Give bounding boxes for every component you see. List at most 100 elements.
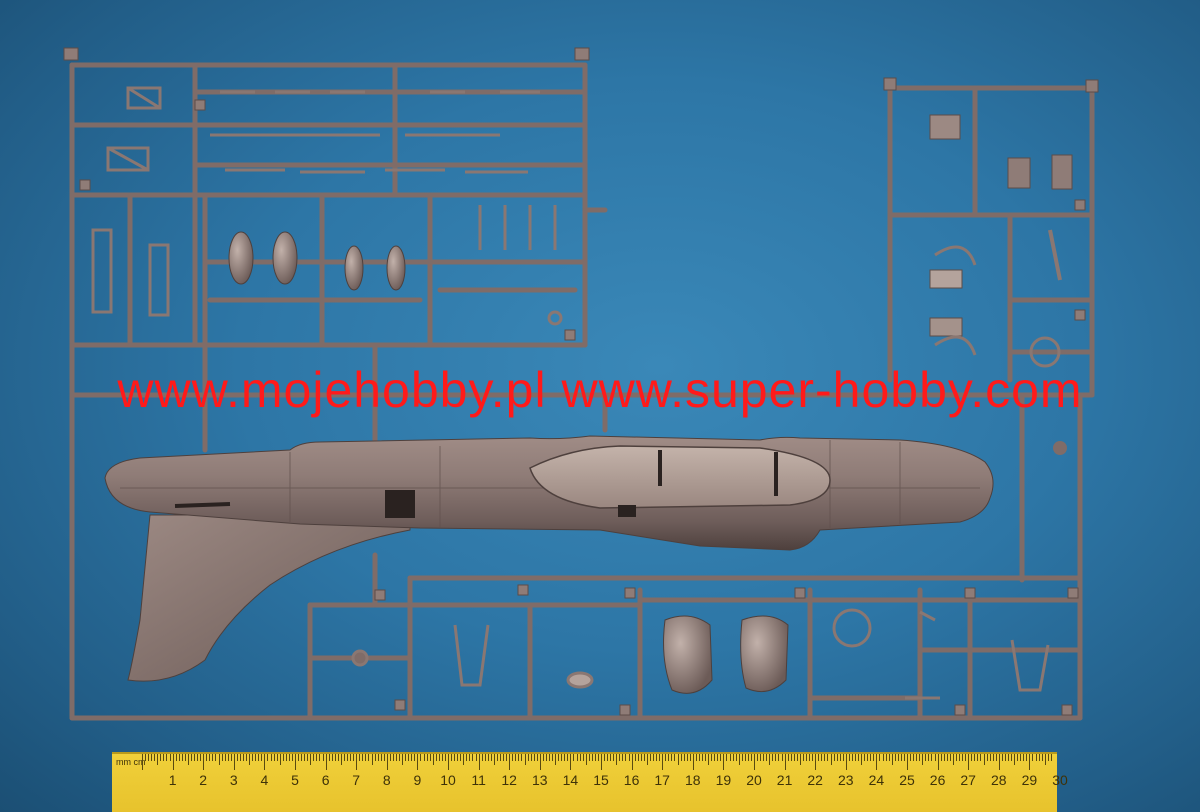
ruler-tick — [282, 754, 284, 761]
ruler-tick — [1004, 754, 1006, 761]
ruler-tick — [729, 754, 731, 761]
ruler-tick — [750, 754, 752, 761]
ruler-tick — [163, 754, 165, 761]
ruler-tick — [148, 754, 150, 761]
ruler-tick — [310, 754, 312, 765]
ruler-tick — [640, 754, 642, 761]
ruler-tick — [368, 754, 370, 761]
ruler-tick — [968, 754, 970, 770]
ruler-tick — [1050, 754, 1052, 761]
ruler-tick — [444, 754, 446, 761]
ruler-tick — [769, 754, 771, 765]
ruler-tick — [735, 754, 737, 761]
ruler-tick — [726, 754, 728, 761]
ruler-tick — [481, 754, 483, 761]
ruler-tick — [221, 754, 223, 761]
ruler-tick — [858, 754, 860, 761]
sprue-tabs — [63, 47, 1099, 716]
ruler-tick — [720, 754, 722, 761]
ruler-tick — [873, 754, 875, 761]
ruler-tick — [438, 754, 440, 761]
ruler-number: 13 — [532, 772, 548, 788]
ruler-tick — [395, 754, 397, 761]
ruler-tick — [747, 754, 749, 761]
ruler-tick — [1014, 754, 1016, 765]
ruler-tick — [922, 754, 924, 765]
ruler-tick — [527, 754, 529, 761]
ruler-tick — [790, 754, 792, 761]
ruler-tick — [506, 754, 508, 761]
ruler-tick — [616, 754, 618, 765]
ruler-number: 3 — [229, 772, 238, 788]
ruler-tick — [285, 754, 287, 761]
ruler-tick — [634, 754, 636, 761]
ruler-tick — [301, 754, 303, 761]
ruler-tick — [891, 754, 893, 765]
ruler-tick — [463, 754, 465, 765]
ruler-tick — [175, 754, 177, 761]
ruler-number: 14 — [562, 772, 579, 788]
ruler-tick — [328, 754, 330, 761]
ruler-number: 20 — [746, 772, 762, 788]
ruler-tick — [334, 754, 336, 761]
ruler-number: 8 — [382, 772, 391, 788]
ruler-tick — [500, 754, 502, 761]
ruler-tick — [295, 754, 296, 770]
ruler-tick — [475, 754, 477, 761]
ruler-tick — [919, 754, 921, 761]
frame-parts — [91, 86, 170, 317]
ruler-tick — [392, 754, 394, 761]
ruler-tick — [322, 754, 324, 761]
ruler-tick — [460, 754, 462, 761]
ruler-tick — [885, 754, 887, 761]
ruler-tick — [536, 754, 538, 761]
ruler-tick — [888, 754, 890, 761]
ruler-tick — [631, 754, 633, 770]
ruler-tick — [1020, 754, 1022, 761]
ruler-tick — [209, 754, 211, 761]
ruler-tick — [212, 754, 214, 761]
ruler-tick — [579, 754, 581, 761]
nacelle-part-right — [740, 615, 789, 693]
ruler-tick — [876, 754, 878, 770]
ruler-tick — [374, 754, 376, 761]
ruler-tick — [610, 754, 612, 761]
ruler-tick — [215, 754, 217, 761]
ruler-tick — [371, 754, 373, 765]
ruler-tick — [160, 754, 162, 761]
ruler-tick — [836, 754, 838, 761]
ruler-tick — [943, 754, 945, 761]
ruler-tick — [365, 754, 367, 761]
ruler-tick — [503, 754, 505, 761]
ruler-tick — [787, 754, 789, 761]
fuselage-opening — [385, 490, 415, 518]
ruler-tick — [493, 754, 495, 765]
ruler-tick — [799, 754, 801, 765]
ruler-number: 1 — [168, 772, 177, 788]
ruler-tick — [1044, 754, 1046, 765]
ruler-tick — [940, 754, 942, 761]
ruler-tick — [429, 754, 431, 761]
ruler-tick — [705, 754, 707, 761]
ruler-tick — [686, 754, 688, 761]
ruler-number: 27 — [960, 772, 976, 788]
ruler-tick — [781, 754, 783, 761]
ruler-tick — [983, 754, 985, 765]
ruler-tick — [766, 754, 768, 761]
ruler-tick — [457, 754, 459, 761]
ruler-tick — [316, 754, 318, 761]
ruler-tick — [1017, 754, 1019, 761]
ruler-tick — [754, 754, 755, 770]
ruler-tick — [350, 754, 352, 761]
ruler-tick — [561, 754, 563, 761]
ruler-tick — [992, 754, 994, 761]
ruler-tick — [408, 754, 410, 761]
ruler-tick — [806, 754, 808, 761]
ruler-tick — [555, 754, 557, 765]
ruler-tick — [353, 754, 355, 761]
ruler-tick — [668, 754, 670, 761]
ruler-number: 12 — [501, 772, 517, 788]
ruler-tick — [1029, 754, 1031, 770]
